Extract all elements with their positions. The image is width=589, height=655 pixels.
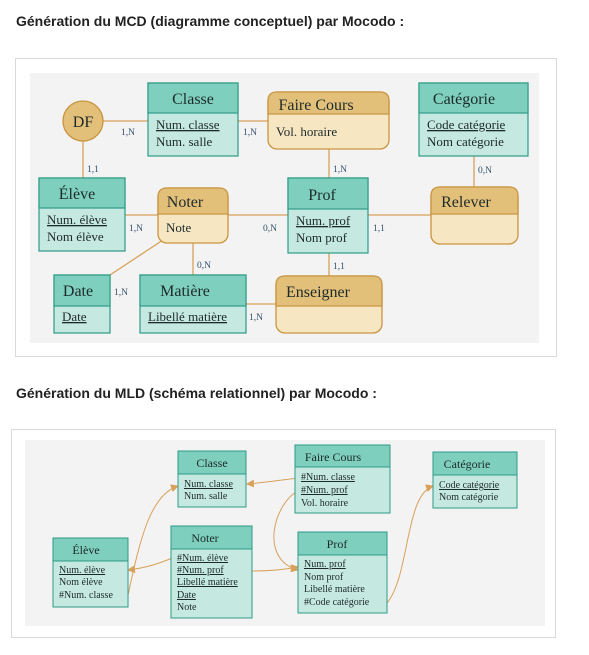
arrow-prof-categorie bbox=[386, 484, 434, 604]
mld-table-title: Prof bbox=[327, 537, 348, 551]
mld-table-classe: Classe Num. classe Num. salle bbox=[177, 450, 247, 508]
entity-date: Date Date bbox=[53, 274, 111, 334]
mld-attr-key: Num. classe bbox=[184, 479, 233, 490]
mld-table-title: Faire Cours bbox=[305, 450, 362, 464]
mld-attr-key: Num. prof bbox=[304, 559, 346, 570]
assoc-title: Relever bbox=[441, 194, 491, 211]
assoc-title: Enseigner bbox=[286, 284, 351, 301]
card-df-eleve: 1,1 bbox=[87, 165, 99, 175]
entity-prof: Prof Num. prof Nom prof bbox=[287, 177, 369, 254]
mld-attr: Vol. horaire bbox=[301, 498, 349, 509]
entity-attr: Nom catégorie bbox=[427, 134, 504, 149]
mld-table-prof: Prof Num. prof Nom prof Libellé matière … bbox=[297, 531, 388, 614]
entity-attr-key: Libellé matière bbox=[148, 309, 227, 324]
entity-categorie: Catégorie Code catégorie Nom catégorie bbox=[418, 82, 529, 157]
mcd-links bbox=[82, 120, 475, 305]
arrow-eleve-classe bbox=[127, 484, 179, 596]
entity-title: Élève bbox=[59, 184, 95, 203]
assoc-noter: Noter Note bbox=[157, 187, 229, 244]
arrow-noter-prof bbox=[251, 564, 299, 573]
entity-title: Catégorie bbox=[433, 91, 495, 108]
df-label: DF bbox=[73, 114, 94, 131]
entity-classe: Classe Num. classe Num. salle bbox=[147, 82, 239, 157]
mld-attr: Num. salle bbox=[184, 491, 228, 502]
mcd-cardinalities: 1,N 1,N 1,1 1,N 0,N 1,N 0,N 1,1 0,N 1,1 … bbox=[87, 128, 492, 323]
card-faire-cours-prof: 1,N bbox=[333, 165, 347, 175]
card-matiere-enseigner: 1,N bbox=[249, 313, 263, 323]
mld-attr: #Num. classe bbox=[59, 590, 113, 601]
arrow-faire-classe bbox=[246, 477, 300, 488]
assoc-relever: Relever bbox=[430, 186, 519, 245]
assoc-enseigner: Enseigner bbox=[275, 275, 383, 334]
mld-attr: Libellé matière bbox=[304, 584, 365, 595]
mld-table-categorie: Catégorie Code catégorie Nom catégorie bbox=[432, 451, 518, 509]
df-node: DF bbox=[62, 100, 104, 142]
card-classe-faire-cours: 1,N bbox=[243, 128, 257, 138]
entity-eleve: Élève Num. élève Nom élève bbox=[38, 177, 126, 252]
entity-attr: Nom prof bbox=[296, 230, 348, 245]
mld-table-title: Noter bbox=[191, 531, 218, 545]
card-noter-matiere: 0,N bbox=[197, 261, 211, 271]
mld-table-noter: Noter #Num. élève #Num. prof Libellé mat… bbox=[170, 525, 253, 619]
entity-title: Matière bbox=[160, 283, 210, 300]
entity-attr-key: Date bbox=[62, 309, 87, 324]
mld-heading: Génération du MLD (schéma relationnel) p… bbox=[16, 385, 377, 401]
mld-table-eleve: Élève Num. élève Nom élève #Num. classe bbox=[52, 537, 129, 608]
card-categorie-relever: 0,N bbox=[478, 166, 492, 176]
entity-matiere: Matière Libellé matière bbox=[139, 274, 247, 334]
mld-attr-key: #Num. prof bbox=[301, 485, 348, 496]
mld-attr-key: Libellé matière bbox=[177, 577, 238, 588]
mld-attr: Nom catégorie bbox=[439, 492, 499, 503]
entity-title: Prof bbox=[308, 187, 336, 204]
card-prof-enseigner: 1,1 bbox=[333, 262, 345, 272]
card-prof-relever: 1,1 bbox=[373, 224, 385, 234]
mld-table-title: Catégorie bbox=[444, 457, 491, 471]
mld-attr-key: #Num. prof bbox=[177, 565, 224, 576]
mld-attr: #Code catégorie bbox=[304, 597, 370, 608]
card-noter-prof: 0,N bbox=[263, 224, 277, 234]
entity-attr-key: Num. classe bbox=[156, 117, 220, 132]
mld-attr-key: Date bbox=[177, 590, 196, 601]
entity-title: Date bbox=[63, 283, 93, 300]
assoc-attr: Note bbox=[166, 220, 192, 235]
entity-attr: Nom élève bbox=[47, 229, 104, 244]
entity-attr-key: Num. prof bbox=[296, 213, 351, 228]
card-eleve-noter: 1,N bbox=[129, 224, 143, 234]
entity-attr-key: Code catégorie bbox=[427, 117, 506, 132]
mld-attr-key: Code catégorie bbox=[439, 480, 500, 491]
mld-attr-key: Num. élève bbox=[59, 565, 106, 576]
entity-attr: Num. salle bbox=[156, 134, 213, 149]
card-date-noter: 1,N bbox=[114, 288, 128, 298]
mld-table-title: Classe bbox=[196, 456, 227, 470]
mld-attr: Nom élève bbox=[59, 577, 103, 588]
entity-attr-key: Num. élève bbox=[47, 212, 107, 227]
assoc-title: Noter bbox=[167, 194, 204, 211]
mld-attr-key: #Num. classe bbox=[301, 472, 355, 483]
mld-attr: Note bbox=[177, 602, 197, 613]
mcd-heading: Génération du MCD (diagramme conceptuel)… bbox=[16, 13, 405, 29]
mld-table-faire-cours: Faire Cours #Num. classe #Num. prof Vol.… bbox=[294, 444, 391, 514]
assoc-faire-cours: Faire Cours Vol. horaire bbox=[267, 91, 390, 150]
mld-attr: Nom prof bbox=[304, 572, 344, 583]
mld-table-title: Élève bbox=[72, 543, 99, 557]
card-df-classe: 1,N bbox=[121, 128, 135, 138]
arrow-faire-prof bbox=[273, 489, 300, 573]
link-date-noter bbox=[109, 239, 164, 276]
assoc-title: Faire Cours bbox=[278, 97, 353, 114]
mld-attr-key: #Num. élève bbox=[177, 553, 229, 564]
assoc-attr: Vol. horaire bbox=[276, 124, 337, 139]
entity-title: Classe bbox=[172, 91, 214, 108]
